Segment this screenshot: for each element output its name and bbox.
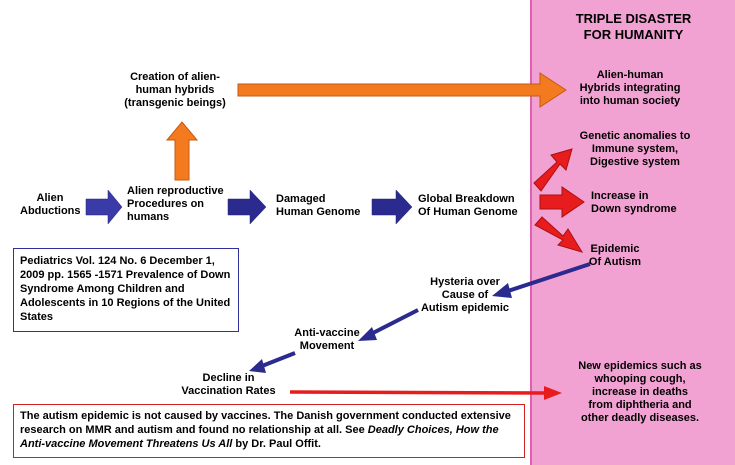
- node-hybrids-integrating-line3: into human society: [579, 95, 681, 107]
- node-down-syndrome-line1: Increase in: [591, 190, 649, 202]
- node-creation-hybrids-line2: human hybrids: [135, 84, 215, 96]
- citation-text: Pediatrics Vol. 124 No. 6 December 1, 20…: [20, 255, 231, 323]
- panel-title-line2: FOR HUMANITY: [583, 27, 684, 42]
- panel-title-line1: TRIPLE DISASTER: [575, 11, 692, 26]
- node-anti-vaccine-line2: Movement: [299, 340, 355, 352]
- node-alien-abductions-line2: Abductions: [20, 205, 81, 217]
- arrow-breakdown-to-autism: [534, 216, 584, 253]
- node-epidemic-autism-line1: Epidemic: [590, 243, 640, 255]
- node-hybrids-integrating-line1: Alien-human: [596, 69, 664, 81]
- node-alien-abductions-line1: Alien: [36, 192, 64, 204]
- node-anti-vaccine: Anti-vaccine Movement: [282, 327, 372, 353]
- node-hysteria-line3: Autism epidemic: [420, 302, 510, 314]
- node-alien-reproductive-line3: humans: [127, 211, 170, 223]
- node-genetic-anomalies-line2: Immune system,: [591, 143, 679, 155]
- node-decline-vaccination-line2: Vaccination Rates: [181, 385, 276, 397]
- node-hybrids-integrating: Alien-human Hybrids integrating into hum…: [560, 69, 700, 108]
- arrow-breakdown-to-genetic: [533, 148, 573, 192]
- node-down-syndrome: Increase in Down syndrome: [591, 190, 677, 216]
- node-genetic-anomalies-line1: Genetic anomalies to: [579, 130, 691, 142]
- note-text-before: The autism epidemic is not caused by vac…: [20, 410, 511, 436]
- arrow-autism-to-hysteria-head: [492, 283, 512, 298]
- node-decline-vaccination: Decline in Vaccination Rates: [166, 372, 291, 398]
- note-text-after: by Dr. Paul Offit.: [232, 438, 321, 450]
- node-genetic-anomalies: Genetic anomalies to Immune system, Dige…: [560, 130, 710, 169]
- node-down-syndrome-line2: Down syndrome: [591, 203, 677, 215]
- panel-title: TRIPLE DISASTER FOR HUMANITY: [532, 11, 735, 43]
- note-box: The autism epidemic is not caused by vac…: [13, 404, 525, 458]
- arrow-hysteria-to-antivaccine-head: [358, 327, 377, 341]
- citation-box: Pediatrics Vol. 124 No. 6 December 1, 20…: [13, 248, 239, 332]
- node-alien-abductions: Alien Abductions: [20, 192, 81, 218]
- node-global-breakdown: Global Breakdown Of Human Genome: [418, 193, 518, 219]
- node-global-breakdown-line1: Global Breakdown: [418, 193, 515, 205]
- node-alien-reproductive-line2: Procedures on: [127, 198, 205, 210]
- node-new-epidemics: New epidemics such as whooping cough, in…: [560, 360, 720, 425]
- node-decline-vaccination-line1: Decline in: [202, 372, 255, 384]
- node-damaged-genome-line1: Damaged: [276, 193, 326, 205]
- node-creation-hybrids: Creation of alien- human hybrids (transg…: [110, 71, 240, 110]
- arrow-decline-to-epidemics-line: [289, 390, 546, 395]
- node-alien-reproductive-line1: Alien reproductive: [127, 185, 224, 197]
- node-epidemic-autism: Epidemic Of Autism: [570, 243, 660, 269]
- arrow-autism-to-hysteria-line: [504, 262, 591, 294]
- arrow-damaged-to-breakdown: [371, 189, 413, 225]
- node-creation-hybrids-line3: (transgenic beings): [124, 97, 226, 109]
- arrow-reproductive-to-damaged: [227, 189, 267, 225]
- node-new-epidemics-line5: other deadly diseases.: [581, 412, 699, 424]
- node-genetic-anomalies-line3: Digestive system: [590, 156, 680, 168]
- node-hysteria-line1: Hysteria over: [430, 276, 500, 288]
- node-damaged-genome-line2: Human Genome: [276, 206, 361, 218]
- arrow-reproductive-to-hybrids: [165, 121, 199, 181]
- node-hybrids-integrating-line2: Hybrids integrating: [579, 82, 681, 94]
- node-alien-reproductive: Alien reproductive Procedures on humans: [127, 185, 224, 224]
- node-damaged-genome: Damaged Human Genome: [276, 193, 360, 219]
- node-hysteria-line2: Cause of: [441, 289, 489, 301]
- arrow-hybrids-to-integrating: [237, 72, 567, 108]
- node-hysteria: Hysteria over Cause of Autism epidemic: [410, 276, 520, 315]
- node-new-epidemics-line1: New epidemics such as: [578, 360, 702, 372]
- arrow-hysteria-to-antivaccine-line: [370, 308, 419, 336]
- node-new-epidemics-line4: from diphtheria and: [588, 399, 692, 411]
- node-global-breakdown-line2: Of Human Genome: [418, 206, 518, 218]
- arrow-antivaccine-to-decline-head: [249, 359, 266, 373]
- node-new-epidemics-line2: whooping cough,: [594, 373, 686, 385]
- arrow-breakdown-to-down-syndrome: [539, 186, 585, 218]
- arrow-abductions-to-reproductive: [85, 189, 123, 225]
- node-new-epidemics-line3: increase in deaths: [592, 386, 688, 398]
- arrow-decline-to-epidemics-head: [544, 386, 562, 400]
- note-book-title: Deadly Choices, How the Anti-vaccine Mov…: [20, 424, 499, 450]
- node-epidemic-autism-line2: Of Autism: [588, 256, 642, 268]
- arrow-antivaccine-to-decline-line: [261, 351, 296, 368]
- node-creation-hybrids-line1: Creation of alien-: [130, 71, 220, 83]
- node-anti-vaccine-line1: Anti-vaccine: [294, 327, 360, 339]
- triple-disaster-panel: [530, 0, 735, 465]
